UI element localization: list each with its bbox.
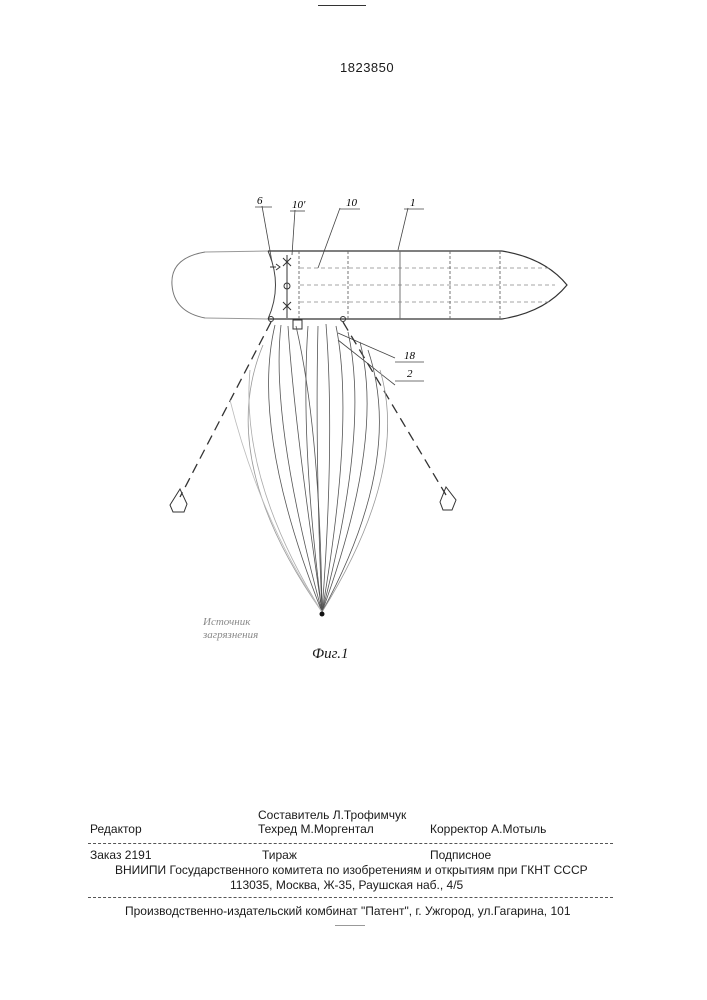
rule-2: [88, 897, 613, 898]
ref-1: 1: [410, 197, 416, 209]
circulation: Тираж: [262, 848, 297, 862]
ref-18: 18: [404, 350, 416, 362]
techred-line: Техред М.Моргентал: [258, 822, 374, 836]
source-label: Источник загрязнения: [203, 616, 258, 642]
figure-caption: Фиг.1: [312, 646, 348, 663]
corrector-line: Корректор А.Мотыль: [430, 822, 546, 836]
figure-drawing: 6 10' 10 1 18 2: [0, 0, 707, 700]
boat-left: [170, 489, 187, 512]
ref-6: 6: [257, 195, 263, 207]
bottom-mark: [335, 925, 365, 926]
ref-2: 2: [407, 368, 413, 380]
ref-10: 10: [346, 197, 358, 209]
subscription: Подписное: [430, 848, 491, 862]
address-line: 113035, Москва, Ж-35, Раушская наб., 4/5: [230, 878, 463, 892]
source-label-line1: Источник: [203, 616, 258, 629]
ref-10-prime: 10': [292, 199, 306, 211]
boom-lines: [180, 322, 446, 497]
editor-label: Редактор: [90, 822, 142, 836]
plant-line: Производственно-издательский комбинат "П…: [125, 904, 571, 918]
techred-name: М.Моргентал: [301, 822, 374, 836]
hull-bottom-left-faint: [205, 318, 268, 319]
compiler-name: Л.Трофимчук: [333, 808, 407, 822]
vessel-stern-outline: [172, 252, 205, 318]
compiler-label: Составитель: [258, 808, 329, 822]
rule-1: [88, 843, 613, 844]
boat-right: [440, 487, 456, 510]
pollution-source-point: [320, 612, 325, 617]
compiler-line: Составитель Л.Трофимчук: [258, 808, 406, 822]
pollution-plume: [230, 324, 388, 612]
order-number: Заказ 2191: [90, 848, 152, 862]
techred-label: Техред: [258, 822, 297, 836]
source-label-line2: загрязнения: [203, 629, 258, 642]
corrector-name: А.Мотыль: [491, 822, 546, 836]
leader-lines: [262, 206, 408, 385]
hull-top-left-faint: [205, 251, 268, 252]
cargo-tank-grid: [300, 268, 555, 302]
corrector-label: Корректор: [430, 822, 488, 836]
vniipi-line: ВНИИПИ Государственного комитета по изоб…: [115, 863, 588, 877]
